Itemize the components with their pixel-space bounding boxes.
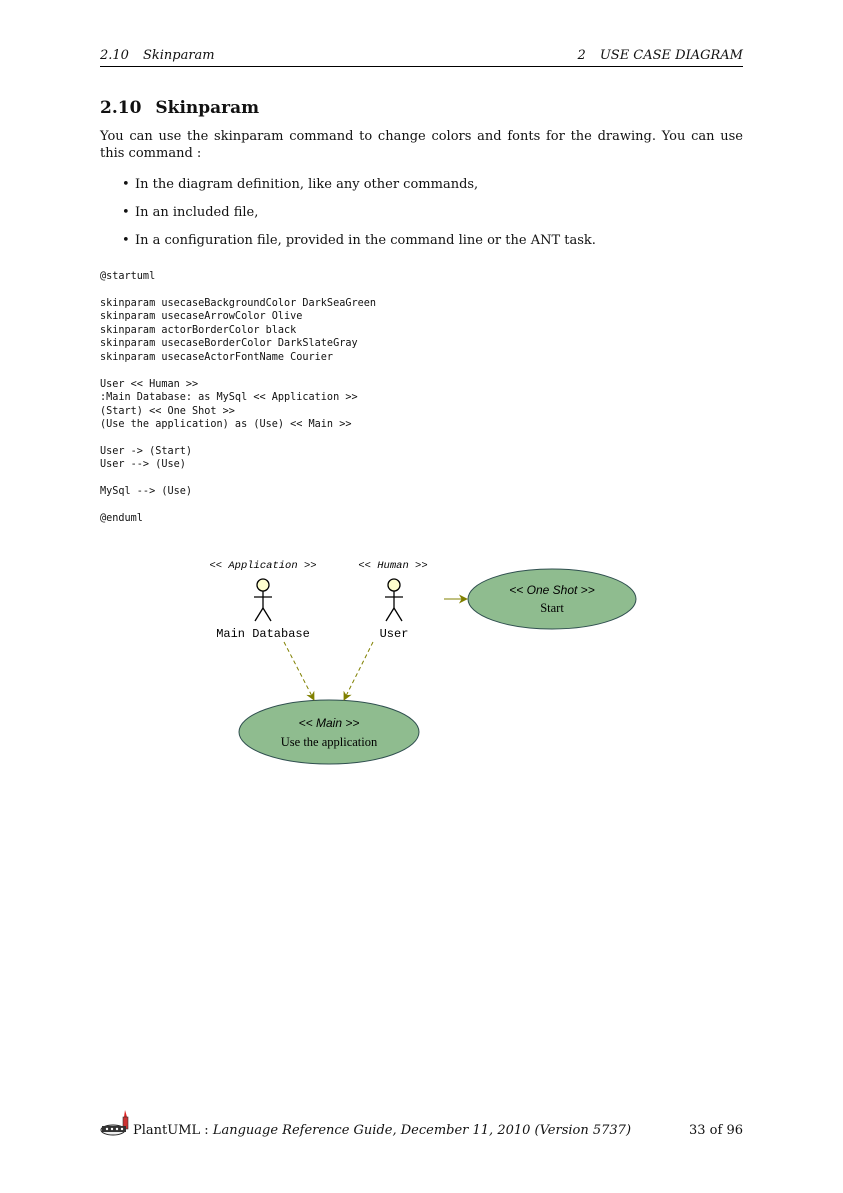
list-item-text: In a configuration file, provided in the… <box>135 233 596 248</box>
section-number: 2.10 <box>100 98 142 118</box>
code-block: @startuml skinparam usecaseBackgroundColo… <box>100 270 376 526</box>
header-chapter: 2 USE CASE DIAGRAM <box>578 48 743 63</box>
actor-user: << Human >> User <box>358 560 427 641</box>
code-line: skinparam usecaseArrowColor Olive <box>100 311 303 323</box>
list-item: • In the diagram definition, like any oth… <box>122 176 596 204</box>
header-section-number: 2.10 <box>100 48 129 63</box>
code-line: :Main Database: as MySql << Application … <box>100 392 358 404</box>
stick-figure-icon <box>254 578 272 622</box>
actor-stereotype: << Human >> <box>358 560 427 572</box>
list-item-text: In an included file, <box>135 205 259 220</box>
code-line: (Use the application) as (Use) << Main >… <box>100 418 352 430</box>
arrow-user-to-use <box>343 641 374 701</box>
intro-paragraph: You can use the skinparam command to cha… <box>100 129 743 161</box>
code-line: User << Human >> <box>100 378 199 390</box>
code-line: skinparam usecaseActorFontName Courier <box>100 351 334 363</box>
code-line <box>100 364 376 377</box>
usecase-stereotype: << Main >> <box>299 716 360 730</box>
page-number: 33 of 96 <box>689 1123 743 1138</box>
bullet-icon: • <box>122 233 130 248</box>
list-item-text: In the diagram definition, like any othe… <box>135 177 479 192</box>
bullet-list: • In the diagram definition, like any oth… <box>122 176 596 260</box>
usecase-use-the-application: << Main >> Use the application <box>238 699 420 765</box>
actor-name: User <box>380 627 409 641</box>
section-title: 2.10 Skinparam <box>100 98 259 118</box>
header-chapter-name: USE CASE DIAGRAM <box>599 48 743 63</box>
code-line: User -> (Start) <box>100 445 193 457</box>
code-line <box>100 472 376 485</box>
footer-product: PlantUML <box>133 1123 201 1138</box>
arrow-database-to-use <box>283 641 315 701</box>
bullet-icon: • <box>122 205 130 220</box>
header-section-name: Skinparam <box>142 48 215 63</box>
usecase-name: Use the application <box>281 735 378 749</box>
footer-separator: : <box>200 1123 213 1138</box>
header-section: 2.10 Skinparam <box>100 48 215 63</box>
running-header: 2.10 Skinparam 2 USE CASE DIAGRAM <box>100 46 743 67</box>
usecase-name: Start <box>540 601 564 615</box>
code-line: MySql --> (Use) <box>100 486 193 498</box>
plantuml-logo-icon <box>100 1110 129 1136</box>
code-line: User --> (Use) <box>100 459 186 471</box>
code-line <box>100 499 376 512</box>
actor-main-database: << Application >> Main Database <box>209 560 316 641</box>
actor-stereotype: << Application >> <box>209 560 316 572</box>
section-name: Skinparam <box>155 98 260 118</box>
header-chapter-number: 2 <box>577 48 586 63</box>
actor-name: Main Database <box>216 627 310 641</box>
usecase-stereotype: << One Shot >> <box>509 583 594 597</box>
bullet-icon: • <box>122 177 130 192</box>
stick-figure-icon <box>385 578 403 622</box>
list-item: • In an included file, <box>122 204 596 232</box>
code-line <box>100 283 376 296</box>
code-line: @enduml <box>100 513 143 525</box>
code-line: skinparam usecaseBorderColor DarkSlateGr… <box>100 338 358 350</box>
use-case-diagram: << Application >> Main Database << Human… <box>209 560 637 765</box>
page-footer: PlantUML : Language Reference Guide, Dec… <box>100 1108 743 1142</box>
code-line: @startuml <box>100 271 156 282</box>
usecase-start: << One Shot >> Start <box>467 568 637 630</box>
code-line: skinparam actorBorderColor black <box>100 324 297 336</box>
footer-guide-title: Language Reference Guide, December 11, 2… <box>212 1123 632 1138</box>
code-line: skinparam usecaseBackgroundColor DarkSea… <box>100 297 377 309</box>
list-item: • In a configuration file, provided in th… <box>122 232 596 260</box>
code-line <box>100 431 376 444</box>
code-line: (Start) << One Shot >> <box>100 405 235 417</box>
footer-text: PlantUML : Language Reference Guide, Dec… <box>133 1123 631 1138</box>
